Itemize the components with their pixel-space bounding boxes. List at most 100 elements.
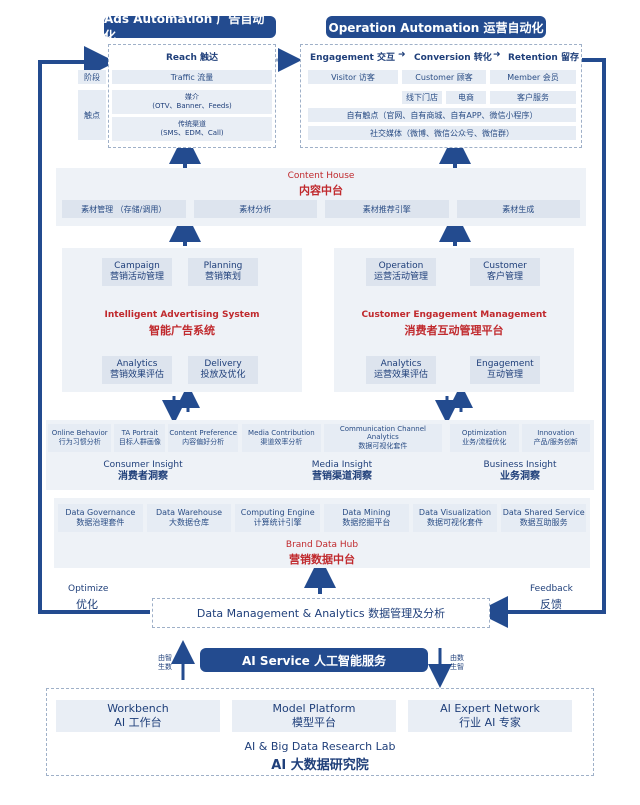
data-hub-panel bbox=[54, 498, 590, 568]
stage-label: 阶段 bbox=[78, 70, 106, 84]
ias-analytics-box: Analytics 营销效果评估 bbox=[102, 356, 172, 384]
item-cn: 数据可视化套件 bbox=[427, 518, 484, 527]
ias-analytics-cn: 营销效果评估 bbox=[109, 370, 164, 380]
delivery-box: Delivery 投放及优化 bbox=[188, 356, 258, 384]
cell-en: Media Contribution bbox=[248, 429, 315, 437]
delivery-en: Delivery bbox=[204, 358, 242, 369]
feedback-en: Feedback bbox=[530, 584, 573, 594]
reach-header: Reach 触达 bbox=[166, 53, 218, 63]
member-cell: Member 会员 bbox=[490, 70, 576, 84]
owned-touch-cell: 自有触点（官网、自有商城、自有APP、微信小程序） bbox=[308, 108, 576, 122]
right-note: 由数 生智 bbox=[450, 654, 464, 672]
cell-cn: 目标人群画像 bbox=[118, 438, 161, 446]
item-cn: 数据挖掘平台 bbox=[342, 518, 391, 527]
cell-en: Online Behavior bbox=[51, 429, 108, 437]
media-insight-title: Media Insight 营销渠道洞察 bbox=[242, 458, 442, 486]
item-cn: 大数据仓库 bbox=[169, 518, 209, 527]
content-item: 素材推荐引擎 bbox=[325, 200, 449, 218]
channel-line2: (SMS、EDM、Call) bbox=[160, 129, 224, 137]
left-note: 由智 生数 bbox=[158, 654, 172, 672]
title-en: Media Insight bbox=[311, 460, 373, 471]
cem-analytics-box: Analytics 运营效果评估 bbox=[366, 356, 436, 384]
planning-en: Planning bbox=[203, 260, 243, 271]
retention-header: Retention 留存 bbox=[508, 53, 579, 63]
content-house-title-en: Content House bbox=[287, 171, 355, 181]
planning-cn: 营销策划 bbox=[204, 272, 241, 282]
expert-network-box: AI Expert Network 行业 AI 专家 bbox=[408, 700, 572, 732]
cell-cn: 业务/流程优化 bbox=[462, 438, 507, 446]
expert-cn: 行业 AI 专家 bbox=[459, 716, 521, 729]
customer-en: Customer bbox=[483, 260, 527, 271]
cell-cn: 内容偏好分析 bbox=[182, 438, 225, 446]
visitor-cell: Visitor 访客 bbox=[308, 70, 398, 84]
content-item: 素材分析 bbox=[193, 200, 317, 218]
planning-box: Planning 营销策划 bbox=[188, 258, 258, 286]
title-cn: 消费者洞察 bbox=[118, 471, 168, 483]
optimize-en: Optimize bbox=[68, 584, 109, 594]
operation-cn: 运营活动管理 bbox=[373, 272, 428, 282]
ias-panel bbox=[62, 248, 302, 392]
ads-automation-title: Ads Automation 广告自动化 bbox=[104, 12, 276, 43]
dma-box: Data Management & Analytics 数据管理及分析 bbox=[152, 598, 490, 628]
ias-analytics-en: Analytics bbox=[116, 358, 158, 369]
media-cell: 媒介 (OTV、Banner、Feeds) bbox=[112, 90, 272, 114]
cem-title-en: Customer Engagement Management bbox=[361, 310, 547, 320]
item-cn: 数据治理套件 bbox=[76, 518, 125, 527]
item-cn: 数据互助服务 bbox=[519, 518, 568, 527]
cell-cn: 数据可视化套件 bbox=[358, 442, 408, 450]
media-line1: 媒介 bbox=[185, 93, 199, 102]
ias-title-cn: 智能广告系统 bbox=[149, 324, 215, 337]
consumer-insight-title: Consumer Insight 消费者洞察 bbox=[48, 458, 238, 486]
offline-store-cell: 线下门店 bbox=[402, 91, 442, 104]
media-line2: (OTV、Banner、Feeds) bbox=[152, 102, 232, 110]
item-en: Data Mining bbox=[342, 508, 391, 517]
model-platform-box: Model Platform 模型平台 bbox=[232, 700, 396, 732]
content-item: 素材管理 （存储/调用） bbox=[62, 200, 186, 218]
expert-en: AI Expert Network bbox=[440, 702, 540, 716]
content-house-items: 素材管理 （存储/调用） 素材分析 素材推荐引擎 素材生成 bbox=[62, 200, 580, 218]
data-hub-title-en: Brand Data Hub bbox=[285, 540, 359, 550]
operation-en: Operation bbox=[378, 260, 424, 271]
campaign-en: Campaign bbox=[114, 260, 160, 271]
model-en: Model Platform bbox=[272, 702, 356, 716]
model-cn: 模型平台 bbox=[292, 716, 336, 729]
customer-cell: Customer 顾客 bbox=[402, 70, 486, 84]
channel-line1: 传统渠道 bbox=[178, 120, 206, 129]
cem-analytics-cn: 运营效果评估 bbox=[373, 370, 428, 380]
title-cn: 业务洞察 bbox=[500, 471, 540, 483]
operation-box: Operation 运营活动管理 bbox=[366, 258, 436, 286]
cell-cn: 产品/服务创新 bbox=[533, 438, 578, 446]
workbench-cn: AI 工作台 bbox=[114, 716, 162, 729]
cell-en: Content Preference bbox=[169, 429, 237, 437]
arrow-icon: ➜ bbox=[398, 50, 406, 60]
ecommerce-cell: 电商 bbox=[446, 91, 486, 104]
cs-cell: 客户服务 bbox=[490, 91, 576, 104]
engagement-en: Engagement bbox=[476, 358, 534, 369]
lab-title-en: AI & Big Data Research Lab bbox=[244, 740, 396, 753]
title-en: Business Insight bbox=[483, 460, 557, 471]
content-house-title-cn: 内容中台 bbox=[299, 184, 343, 197]
cell-en: Innovation bbox=[537, 429, 575, 437]
ias-title-en: Intelligent Advertising System bbox=[104, 310, 260, 320]
cell-cn: 渠道效率分析 bbox=[260, 438, 303, 446]
cell-en: Optimization bbox=[461, 429, 507, 437]
customer-box: Customer 客户管理 bbox=[470, 258, 540, 286]
business-insight-title: Business Insight 业务洞察 bbox=[450, 458, 590, 486]
channel-cell: 传统渠道 (SMS、EDM、Call) bbox=[112, 117, 272, 141]
item-en: Computing Engine bbox=[240, 508, 315, 517]
touch-label: 触点 bbox=[78, 90, 106, 140]
cell-en: TA Portrait bbox=[121, 429, 159, 437]
